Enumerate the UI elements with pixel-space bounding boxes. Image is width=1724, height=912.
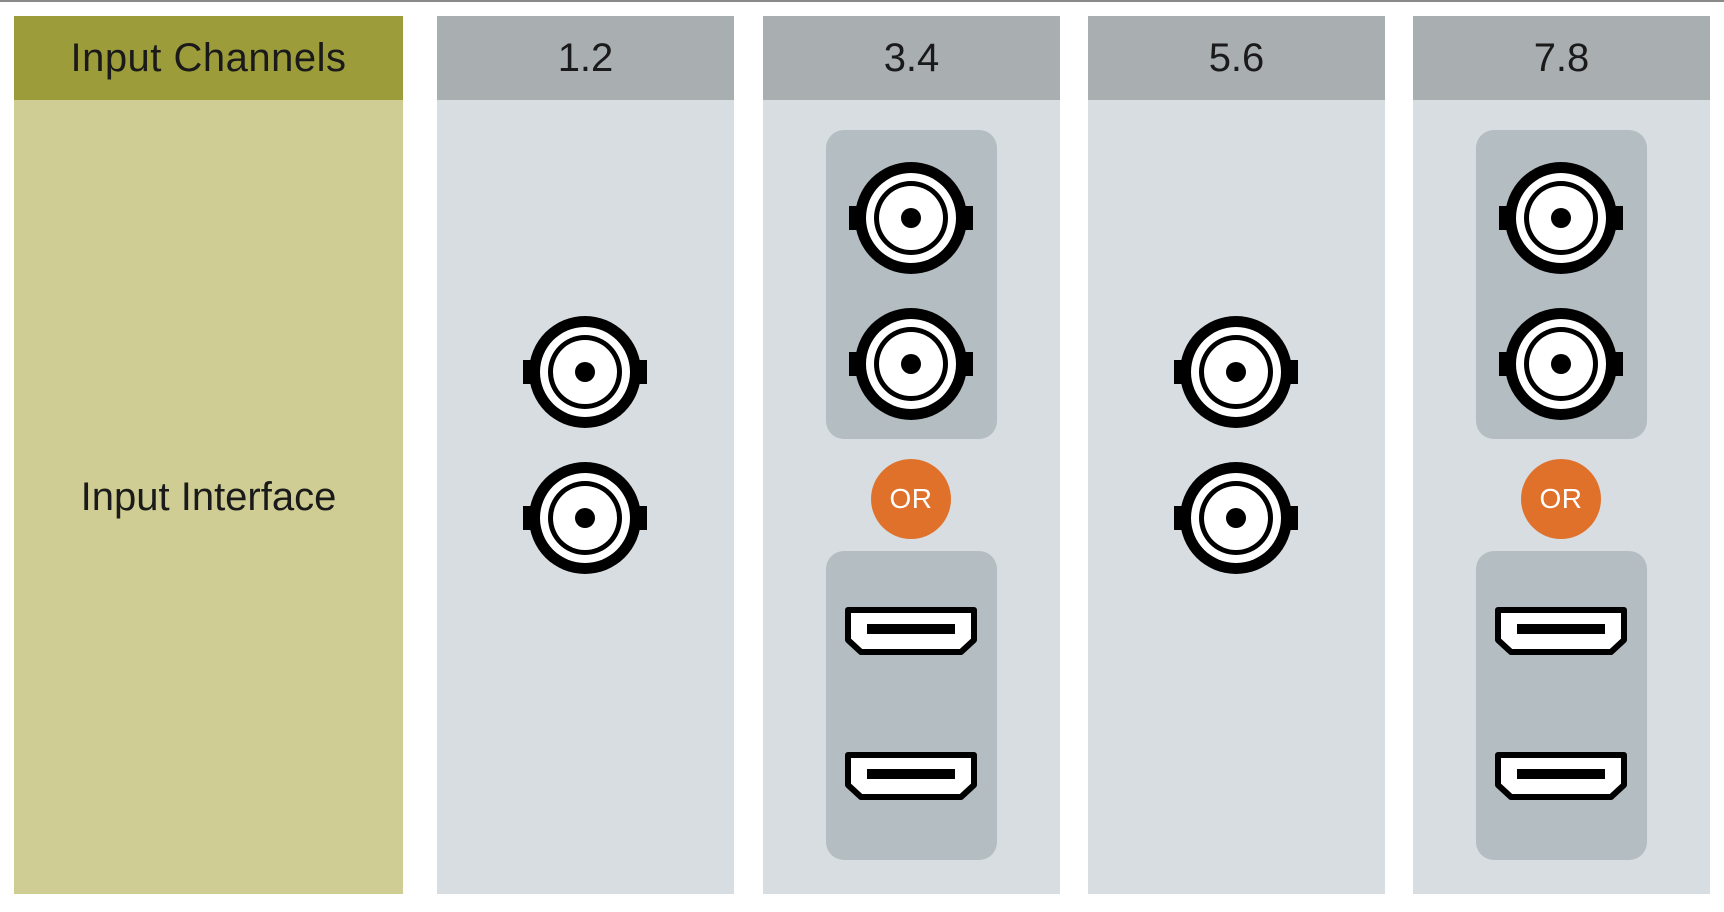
or-badge: OR — [871, 459, 951, 539]
channel-column-1-2: 1.2 — [437, 16, 734, 894]
hdmi-port-icon — [1495, 607, 1627, 655]
hdmi-group-panel — [1476, 551, 1647, 860]
hdmi-port-icon — [1495, 752, 1627, 800]
hdmi-port-icon — [845, 607, 977, 655]
bnc-connector-icon — [523, 462, 647, 574]
channel-column-3-4: 3.4 OR — [763, 16, 1060, 894]
channel-column-5-6: 5.6 — [1088, 16, 1385, 894]
hdmi-port-icon — [845, 752, 977, 800]
hdmi-group-panel — [826, 551, 997, 860]
bnc-connector-icon — [1174, 316, 1298, 428]
input-interface-label: Input Interface — [80, 474, 337, 519]
channel-column-7-8: 7.8 OR — [1413, 16, 1710, 894]
channel-header: 1.2 — [437, 16, 734, 100]
bnc-group-panel — [1476, 130, 1647, 439]
bnc-connector-icon — [849, 162, 973, 274]
bnc-connector-icon — [1499, 308, 1623, 420]
bnc-group-panel — [826, 130, 997, 439]
bnc-connector-icon — [849, 308, 973, 420]
bnc-connector-icon — [523, 316, 647, 428]
label-column: Input Channels Input Interface — [14, 16, 403, 894]
top-rule — [0, 0, 1724, 2]
channel-header: 7.8 — [1413, 16, 1710, 100]
channel-header: 5.6 — [1088, 16, 1385, 100]
channel-header: 3.4 — [763, 16, 1060, 100]
or-badge: OR — [1521, 459, 1601, 539]
input-channels-label: Input Channels — [14, 16, 403, 100]
bnc-connector-icon — [1174, 462, 1298, 574]
bnc-connector-icon — [1499, 162, 1623, 274]
